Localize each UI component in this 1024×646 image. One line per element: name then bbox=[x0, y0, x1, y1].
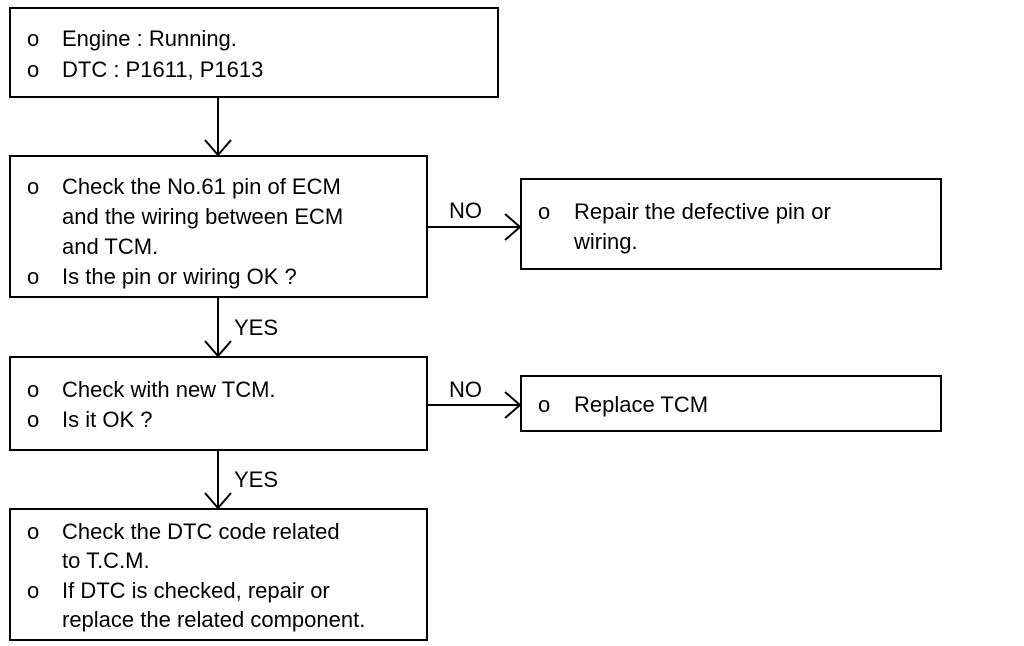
check-dtc-related-box bbox=[9, 508, 428, 641]
is-it-ok-question: Is it OK ? bbox=[62, 407, 153, 432]
engine-condition-text: Engine : Running. bbox=[62, 26, 237, 51]
replace-tcm-box bbox=[520, 375, 942, 432]
check-pin-text-line3: and TCM. bbox=[62, 234, 159, 259]
bullet-marker: o bbox=[27, 264, 40, 289]
bullet-marker: o bbox=[27, 377, 40, 402]
check-dtc-text-line1: Check the DTC code related bbox=[62, 519, 340, 544]
check-dtc-text-line2: to T.C.M. bbox=[62, 548, 150, 573]
check-new-tcm-box bbox=[9, 356, 428, 451]
check-pin-text-line2: and the wiring between ECM bbox=[62, 204, 344, 229]
repair-text-line1: Repair the defective pin or bbox=[574, 199, 831, 224]
repair-component-text-line1: If DTC is checked, repair or bbox=[62, 578, 330, 603]
yes-label: YES bbox=[234, 315, 279, 340]
dtc-codes-text: DTC : P1611, P1613 bbox=[62, 57, 264, 82]
repair-pin-wiring-box bbox=[520, 178, 942, 270]
check-pin-text-line1: Check the No.61 pin of ECM bbox=[62, 174, 341, 199]
repair-text-line2: wiring. bbox=[574, 229, 638, 254]
replace-tcm-text: Replace TCM bbox=[574, 392, 709, 417]
bullet-marker: o bbox=[27, 578, 40, 603]
bullet-marker: o bbox=[538, 392, 551, 417]
check-pin-wiring-box bbox=[9, 155, 428, 298]
pin-wiring-ok-question: Is the pin or wiring OK ? bbox=[62, 264, 297, 289]
no-label: NO bbox=[449, 377, 482, 402]
start-condition-box bbox=[9, 7, 499, 98]
bullet-marker: o bbox=[27, 26, 40, 51]
bullet-marker: o bbox=[27, 519, 40, 544]
yes-label: YES bbox=[234, 467, 279, 492]
bullet-marker: o bbox=[27, 407, 40, 432]
repair-component-text-line2: replace the related component. bbox=[62, 607, 366, 632]
check-new-tcm-text: Check with new TCM. bbox=[62, 377, 276, 402]
bullet-marker: o bbox=[27, 174, 40, 199]
bullet-marker: o bbox=[538, 199, 551, 224]
bullet-marker: o bbox=[27, 57, 40, 82]
no-label: NO bbox=[449, 198, 482, 223]
